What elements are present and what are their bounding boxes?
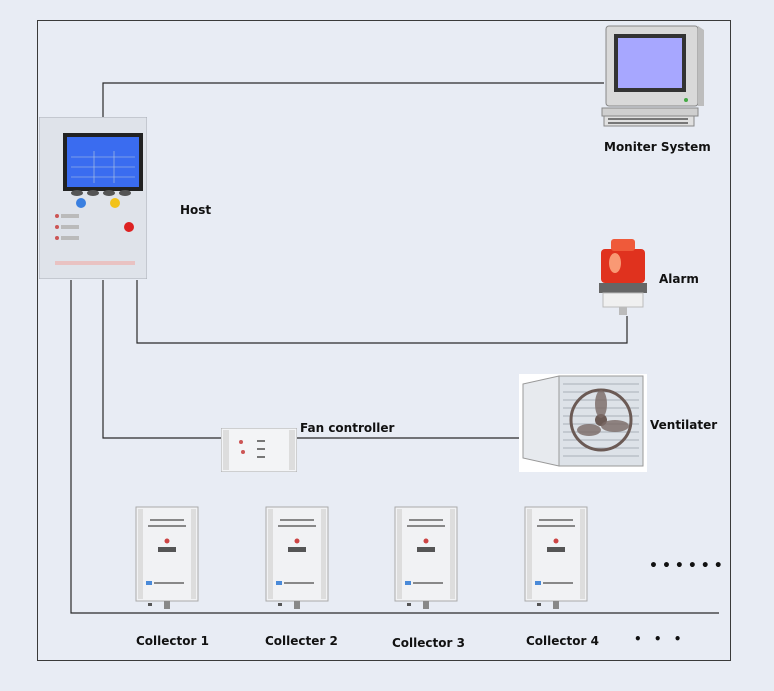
collector-3-icon [394, 506, 458, 609]
collector-3-label: Collector 3 [392, 636, 465, 650]
more-collectors-ellipsis: • • • [634, 632, 686, 646]
collector-4-label: Collector 4 [526, 634, 599, 648]
collector-1-label: Collector 1 [136, 634, 209, 648]
wire-host-fan-controller [102, 280, 222, 439]
monitor-label: Moniter System [604, 140, 711, 154]
host-controller-icon [39, 117, 147, 279]
collector-1-icon [135, 506, 199, 609]
wire-host-monitor [102, 82, 604, 117]
host-label: Host [180, 203, 212, 217]
collector-4-icon [524, 506, 588, 609]
collector-2-icon [265, 506, 329, 609]
collector-2-label: Collecter 2 [265, 634, 338, 648]
alarm-label: Alarm [659, 272, 699, 286]
wire-collector-bus [70, 280, 719, 614]
fan-controller-label: Fan controller [300, 421, 395, 435]
more-devices-ellipsis: •••••• [649, 558, 727, 574]
ventilater-icon [519, 374, 647, 472]
diagram-frame [37, 20, 731, 661]
alarm-icon [599, 239, 647, 315]
ventilater-label: Ventilater [650, 418, 718, 432]
wire-host-alarm [136, 280, 628, 344]
fan-controller-icon [221, 428, 297, 472]
monitor-icon [601, 25, 704, 127]
